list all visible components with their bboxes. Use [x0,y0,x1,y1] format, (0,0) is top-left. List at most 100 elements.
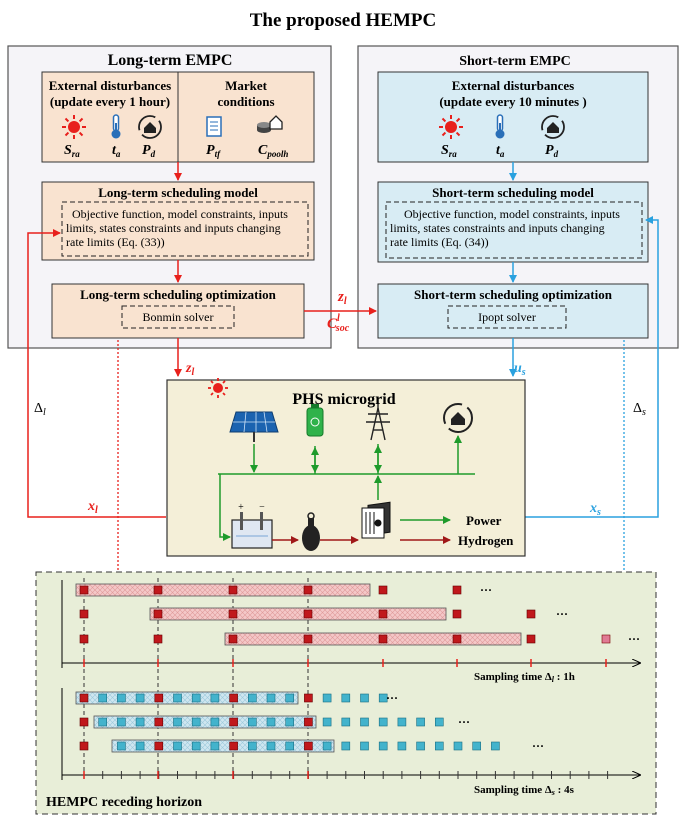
long-sample-marker [601,634,611,644]
short-sample-marker [173,741,182,751]
lt-model-line3: rate limits (Eq. (33)) [66,235,165,249]
long-sample-marker [526,634,536,644]
long-sample-marker [452,585,462,595]
long-axis-label: Sampling time Δl : 1h [474,671,575,684]
short-sample-marker [79,717,89,727]
ellipsis: ··· [458,715,470,729]
short-sample-marker [248,717,257,727]
short-sample-marker [491,741,500,751]
short-sample-marker [378,741,388,751]
long-sample-marker [153,585,163,595]
short-sample-marker [285,741,295,751]
svg-text:Sra: Sra [441,143,457,159]
short-sample-marker [229,693,238,703]
long-sample-marker [378,585,388,595]
short-horizon-window [93,715,317,729]
svg-text:zl: zl [337,289,347,307]
legend-hydrogen: Hydrogen [458,533,514,548]
short-sample-marker [117,717,126,727]
home-load-icon [443,403,473,433]
st-solver: Ipopt solver [478,310,536,324]
long-sample-marker [79,609,89,619]
svg-text:+: + [238,502,244,513]
svg-text:Δl: Δl [34,401,46,418]
short-sample-marker [378,693,388,703]
short-sample-marker [135,693,145,703]
long-sample-marker [452,609,462,619]
short-sample-marker [341,693,351,703]
svg-text:ta: ta [112,143,121,159]
short-sample-marker [266,741,276,751]
short-sample-marker [154,693,164,703]
short-sample-marker [434,717,444,727]
fuel-cell-icon [361,501,391,539]
short-sample-marker [79,693,89,703]
short-sample-marker [117,741,126,751]
long-sample-marker [452,634,462,644]
svg-text:Sra: Sra [64,143,80,159]
short-sample-marker [453,741,463,751]
home-load-icon [541,115,565,139]
short-term-disturbance-box [377,71,649,163]
ellipsis: ··· [480,583,492,597]
svg-text:Pd: Pd [545,143,559,159]
svg-text:Ptf: Ptf [206,143,221,159]
long-sample-marker [153,609,163,619]
short-sample-marker [191,717,201,727]
short-sample-marker [98,717,107,727]
short-sample-marker [266,693,276,703]
svg-text:−: − [259,502,265,513]
short-sample-marker [378,717,388,727]
battery-icon [306,404,324,437]
lt-ext-title-1: External disturbances [49,78,171,93]
ellipsis: ··· [386,691,398,705]
short-sample-marker [472,741,482,751]
thermometer-icon [495,114,505,139]
long-sample-marker [228,609,238,619]
short-sample-marker [322,717,332,727]
short-sample-marker [360,741,369,751]
long-sample-marker [303,609,313,619]
st-model-line1: Objective function, model constraints, i… [404,207,620,221]
short-sample-marker [322,741,332,751]
short-sample-marker [266,717,276,727]
svg-text:us: us [514,361,526,378]
document-icon [206,116,222,137]
short-sample-marker [304,741,313,751]
short-sample-marker [416,741,425,751]
short-sample-marker [434,741,444,751]
svg-text:xs: xs [589,501,601,518]
short-horizon-window [111,739,335,753]
short-sample-marker [210,741,220,751]
ellipsis: ··· [556,607,568,621]
microgrid-panel [166,379,526,557]
svg-text:zl: zl [185,361,194,378]
short-sample-marker [360,693,369,703]
lt-solver: Bonmin solver [143,310,214,324]
long-sample-marker [79,585,89,595]
short-sample-marker [397,717,407,727]
long-horizon-window [75,583,371,597]
short-sample-marker [79,741,89,751]
long-horizon-window [224,632,522,646]
long-term-model-box [41,181,315,261]
long-sample-marker [303,585,313,595]
legend-power: Power [466,513,502,528]
short-term-model-box [377,181,649,263]
electrolyzer-icon: + − [231,502,273,549]
st-ext-title-1: External disturbances [452,78,574,93]
long-sample-marker [228,634,238,644]
short-sample-marker [173,717,182,727]
svg-text:xl: xl [87,499,98,516]
short-sample-marker [154,717,164,727]
short-sample-marker [341,717,351,727]
sun-icon [208,378,228,398]
short-sample-marker [154,741,164,751]
ellipsis: ··· [532,739,544,753]
st-ext-title-2: (update every 10 minutes ) [439,94,586,109]
short-sample-marker [322,693,332,703]
short-sample-marker [416,717,425,727]
lt-model-line1: Objective function, model constraints, i… [72,207,288,221]
sun-icon [439,115,463,139]
